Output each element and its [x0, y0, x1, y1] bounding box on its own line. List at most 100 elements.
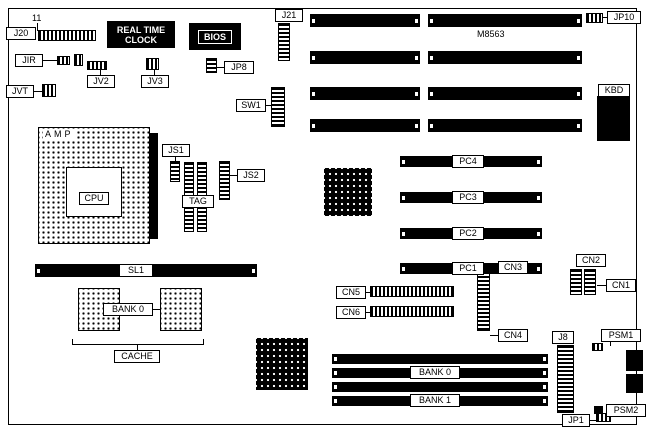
cache-chip-right: [160, 288, 202, 331]
jumper-js2: [219, 161, 230, 200]
isa-slot-2-right: [428, 51, 582, 64]
jumper-jv2: [87, 61, 107, 70]
power-connector-upper: [626, 350, 643, 371]
label-pc2: PC2: [452, 227, 484, 240]
rtc-label-line1: REAL TIME: [116, 24, 166, 35]
jvt-leader-line: [34, 91, 42, 92]
power-connector-lower: [626, 374, 643, 393]
connector-cn5: [370, 286, 454, 297]
psm1-leader-line: [610, 342, 611, 346]
bios-label: BIOS: [197, 29, 232, 44]
label-cpu: CPU: [79, 192, 109, 205]
label-cn3: CN3: [498, 261, 528, 274]
label-bank0-cache: BANK 0: [103, 303, 153, 316]
connector-cn2-col2: [584, 269, 596, 295]
label-js2: JS2: [237, 169, 265, 182]
jv3-leader-line: [154, 70, 155, 75]
cache-brace-left-tick: [72, 339, 73, 344]
chipset-qfp-2: [256, 338, 308, 390]
connector-j8: [557, 345, 574, 413]
pin1-leader-line: [37, 22, 38, 31]
connector-j20: [38, 30, 96, 41]
connector-cn2-col1: [570, 269, 582, 295]
jp10-leader-line: [603, 17, 607, 18]
sw1-leader-line: [266, 105, 271, 106]
jir-leader-line: [43, 60, 57, 61]
connector-j21: [278, 23, 290, 61]
label-j21: J21: [275, 9, 303, 22]
isa-slot-1-right: [428, 14, 582, 27]
amp-silkscreen: AMP: [43, 129, 76, 139]
isa-slot-4-left: [310, 119, 420, 132]
label-jp1: JP1: [562, 414, 590, 427]
label-cn6: CN6: [336, 306, 366, 319]
cpu-side-bar: [150, 133, 158, 239]
cn6-leader-line: [366, 312, 370, 313]
simm-slot-3: [332, 382, 548, 392]
silkscreen-m8563: M8563: [477, 29, 505, 39]
cn1-leader-line: [597, 285, 606, 286]
rtc-label-line2: CLOCK: [125, 34, 157, 45]
label-tag: TAG: [182, 195, 214, 208]
pin1-marker-text: 11: [32, 13, 42, 23]
jp1-leader-line: [590, 420, 596, 421]
jumper-jp8: [206, 58, 217, 73]
label-jv2: JV2: [87, 75, 115, 88]
label-jp8: JP8: [224, 61, 254, 74]
jp8-leader-line: [217, 67, 224, 68]
cache-brace-center-tick: [137, 344, 138, 350]
isa-slot-3-right: [428, 87, 582, 100]
cache-brace-horizontal: [72, 344, 204, 345]
cn5-leader-line: [366, 292, 370, 293]
jumper-jp1: [596, 413, 611, 422]
jumper-jvt: [42, 84, 56, 97]
js1-leader-line: [175, 157, 176, 161]
label-pc3: PC3: [452, 191, 484, 204]
connector-cn4: [477, 271, 490, 331]
bios-chip: BIOS: [189, 23, 241, 50]
label-cn5: CN5: [336, 286, 366, 299]
chipset-qfp-1: [324, 168, 372, 216]
label-psm1: PSM1: [601, 329, 641, 342]
isa-slot-2-left: [310, 51, 420, 64]
jumper-jv3: [146, 58, 159, 70]
label-js1: JS1: [162, 144, 190, 157]
label-sl1: SL1: [119, 264, 153, 277]
label-bank0-simm: BANK 0: [410, 366, 460, 379]
label-psm2: PSM2: [606, 404, 646, 417]
label-bank1-simm: BANK 1: [410, 394, 460, 407]
label-cn1: CN1: [606, 279, 636, 292]
isa-slot-1-left: [310, 14, 420, 27]
cn4-leader-line: [490, 335, 498, 336]
label-sw1: SW1: [236, 99, 266, 112]
label-j8: J8: [552, 331, 574, 344]
js2-leader-line: [230, 175, 237, 176]
connector-jir-2: [74, 54, 83, 66]
keyboard-connector: [597, 96, 630, 141]
label-j20: J20: [6, 27, 36, 40]
label-cache: CACHE: [114, 350, 160, 363]
cache-chip-left: [78, 288, 120, 331]
connector-jir-1: [57, 56, 70, 65]
cache-brace-right-tick: [203, 339, 204, 344]
label-cn4: CN4: [498, 329, 528, 342]
label-jp10: JP10: [607, 11, 641, 24]
dip-switch-sw1: [271, 87, 285, 127]
psm2-connector: [594, 406, 603, 414]
simm-slot-1: [332, 354, 548, 364]
label-kbd: KBD: [598, 84, 630, 97]
label-jv3: JV3: [141, 75, 169, 88]
label-pc1: PC1: [452, 262, 484, 275]
jumper-js1: [170, 161, 180, 182]
connector-cn6: [370, 306, 454, 317]
jv2-leader-line: [100, 70, 101, 75]
cpu-socket-inner: [66, 167, 122, 217]
jumper-jp10: [586, 13, 603, 23]
isa-slot-4-right: [428, 119, 582, 132]
isa-slot-3-left: [310, 87, 420, 100]
label-jir: JIR: [15, 54, 43, 67]
jumper-psm1: [592, 343, 603, 351]
real-time-clock-chip: REAL TIME CLOCK: [107, 21, 175, 48]
label-jvt: JVT: [6, 85, 34, 98]
